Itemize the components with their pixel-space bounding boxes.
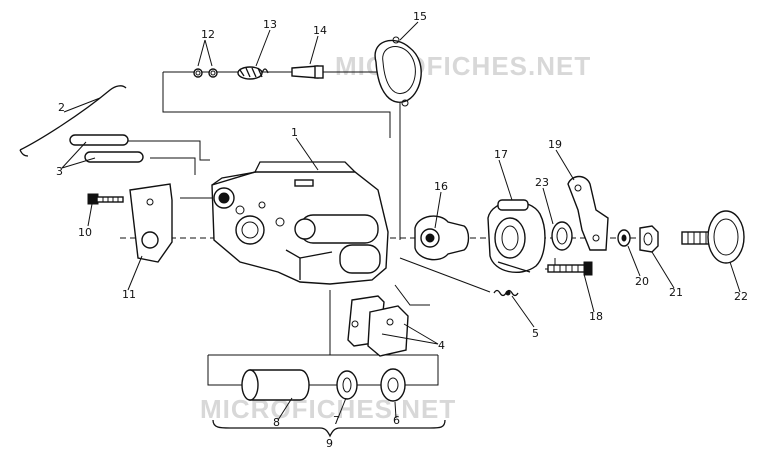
callout-1: 1 <box>291 126 298 139</box>
part-17-housing <box>487 199 546 274</box>
part-2-bracket <box>19 85 127 157</box>
part-11-plate <box>129 183 173 263</box>
callout-11: 11 <box>122 288 136 301</box>
callout-20: 20 <box>635 275 649 288</box>
callout-18: 18 <box>589 310 603 323</box>
part-22-adjuster <box>681 210 745 264</box>
callout-3: 3 <box>56 165 63 178</box>
leader-lines <box>61 21 741 421</box>
callout-10: 10 <box>78 226 92 239</box>
part-15-gasket <box>374 36 422 107</box>
part-14-pin <box>291 65 324 79</box>
callout-4: 4 <box>438 339 445 352</box>
part-12-o-rings <box>193 68 218 78</box>
callout-13: 13 <box>263 18 277 31</box>
part-1-caliper-body <box>211 161 389 285</box>
watermark-top: MICROFICHES.NET <box>335 51 591 81</box>
group-9-bracket <box>212 419 446 438</box>
callout-16: 16 <box>434 180 448 193</box>
callout-17: 17 <box>494 148 508 161</box>
part-19-lever <box>567 175 609 251</box>
callout-7: 7 <box>333 414 340 427</box>
callout-21: 21 <box>669 286 683 299</box>
part-16-piston <box>414 215 470 261</box>
callout-15: 15 <box>413 10 427 23</box>
callout-9: 9 <box>326 437 333 450</box>
part-23-seal <box>551 221 573 251</box>
part-4-pads <box>347 295 409 357</box>
watermark-bottom: MICROFICHES.NET <box>200 394 456 424</box>
callout-5: 5 <box>532 327 539 340</box>
callout-14: 14 <box>313 24 327 37</box>
callout-12: 12 <box>201 28 215 41</box>
part-13-spring <box>237 66 269 80</box>
part-6-ring <box>380 368 406 402</box>
part-20-washer <box>617 229 631 247</box>
callout-23: 23 <box>535 176 549 189</box>
part-5-spring <box>493 289 519 297</box>
part-18-screw <box>547 261 593 276</box>
callout-2: 2 <box>58 101 65 114</box>
part-21-nut <box>639 225 659 253</box>
callout-6: 6 <box>393 414 400 427</box>
part-7-seal <box>336 370 358 400</box>
part-10-bolt <box>87 193 124 205</box>
callout-8: 8 <box>273 416 280 429</box>
callout-22: 22 <box>734 290 748 303</box>
assembly-guide-lines <box>100 71 660 386</box>
callout-19: 19 <box>548 138 562 151</box>
part-3-rods <box>69 134 144 163</box>
part-8-piston <box>241 369 310 401</box>
